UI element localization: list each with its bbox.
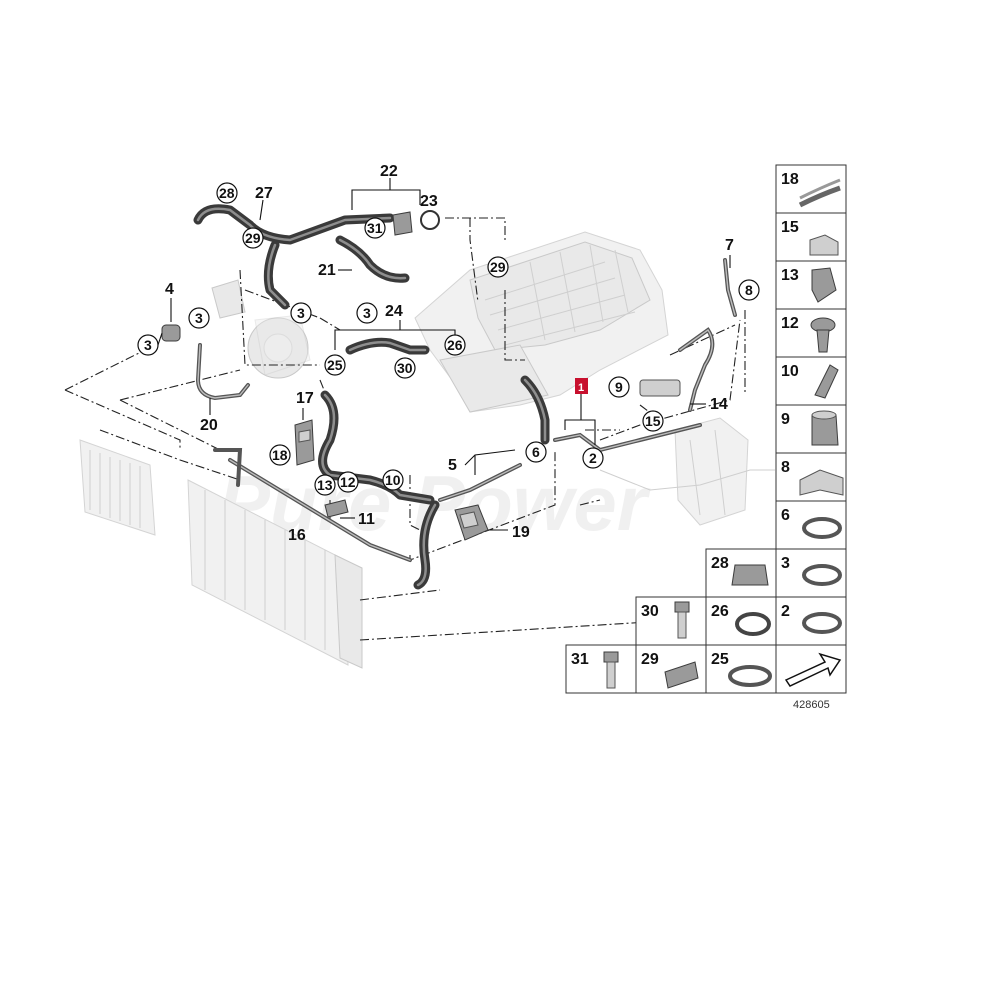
legend-num-9: 9	[781, 411, 790, 428]
callout-3b: 3	[144, 337, 152, 353]
coolant-valve-9	[639, 379, 681, 397]
clip-12-13	[324, 499, 349, 518]
hose-21	[335, 235, 410, 283]
thermostat-housing-31	[392, 211, 413, 236]
callout-21: 21	[318, 262, 336, 279]
legend-num-15: 15	[781, 219, 799, 236]
legend-arrow-icon	[784, 652, 842, 687]
callout-12: 12	[340, 474, 356, 490]
hose-24	[345, 337, 430, 355]
diagram-reference-number: 428605	[793, 699, 830, 711]
legend-num-18: 18	[781, 171, 799, 188]
legend-row-28: 28	[705, 548, 777, 598]
callout-29a: 29	[245, 230, 261, 246]
callout-29b: 29	[490, 259, 506, 275]
legend-num-31: 31	[571, 651, 589, 668]
legend-row-30-26: 30 26	[635, 596, 777, 646]
bracket-19	[454, 504, 489, 541]
hose-20	[195, 343, 250, 401]
callout-20: 20	[200, 417, 218, 434]
legend-num-10: 10	[781, 363, 799, 380]
radiator-main-ghost	[187, 479, 363, 669]
lower-pipe-ghost	[599, 469, 775, 491]
bracket-17	[294, 419, 315, 466]
callout-18: 18	[272, 447, 288, 463]
legend-row-31-29-25: 31 29 25	[565, 644, 777, 694]
callout-8: 8	[745, 282, 753, 298]
callout-31: 31	[367, 220, 383, 236]
legend-num-12: 12	[781, 315, 799, 332]
callout-17: 17	[296, 390, 314, 407]
callouts: 22 23 28 27 29 31 21 29 4 3 3 3 3 24 26 …	[137, 163, 760, 544]
engine-block-ghost	[414, 231, 669, 413]
callout-11: 11	[358, 511, 375, 528]
callout-16: 16	[288, 527, 306, 544]
pipe-16	[213, 448, 412, 562]
legend-num-13: 13	[781, 267, 799, 284]
callout-27: 27	[255, 185, 273, 202]
parts-legend: 18 15 13 12 10 9 8 6	[565, 164, 847, 711]
callout-30: 30	[397, 360, 413, 376]
legend-num-26: 26	[711, 603, 729, 620]
legend-num-30: 30	[641, 603, 659, 620]
legend-num-29: 29	[641, 651, 659, 668]
callout-22: 22	[380, 163, 398, 180]
seal-23	[420, 210, 440, 230]
hose-lower-radiator	[413, 500, 440, 590]
pipe-5	[438, 463, 522, 502]
callout-24: 24	[385, 303, 403, 320]
callout-1-box	[575, 378, 588, 394]
callout-13: 13	[317, 477, 333, 493]
legend-num-2: 2	[781, 603, 790, 620]
callout-3c: 3	[297, 305, 305, 321]
pipe-14	[678, 327, 715, 412]
pipe-7	[723, 258, 737, 317]
callout-2: 2	[589, 450, 597, 466]
dashed-leaders	[64, 217, 841, 641]
callout-23: 23	[420, 193, 438, 210]
callout-10: 10	[385, 472, 401, 488]
callout-19: 19	[512, 524, 530, 541]
callout-26: 26	[447, 337, 463, 353]
legend-num-8: 8	[781, 459, 790, 476]
callout-25: 25	[327, 357, 343, 373]
radiator-small-ghost	[79, 439, 156, 536]
thermostat-ghost	[211, 279, 246, 319]
callout-1: 1	[578, 382, 584, 394]
hose-1	[520, 375, 550, 445]
callout-4: 4	[165, 281, 174, 298]
callout-7: 7	[725, 237, 734, 254]
callout-3a: 3	[195, 310, 203, 326]
legend-num-28: 28	[711, 555, 729, 572]
legend-col-right: 18 15 13 12 10 9 8 6	[775, 164, 847, 694]
expansion-tank-ghost	[674, 417, 749, 526]
legend-num-6: 6	[781, 507, 790, 524]
callout-9: 9	[615, 379, 623, 395]
pipe-2	[553, 423, 702, 453]
legend-num-3: 3	[781, 555, 790, 572]
callout-5: 5	[448, 457, 457, 474]
callout-14: 14	[710, 396, 728, 413]
hose-27	[193, 204, 395, 245]
callout-15: 15	[645, 413, 661, 429]
callout-6: 6	[532, 444, 540, 460]
grommet-4	[161, 324, 181, 342]
callout-3d: 3	[363, 305, 371, 321]
water-pump-ghost	[247, 314, 311, 379]
legend-num-25: 25	[711, 651, 729, 668]
hose-22	[263, 240, 290, 310]
callout-28: 28	[219, 185, 235, 201]
